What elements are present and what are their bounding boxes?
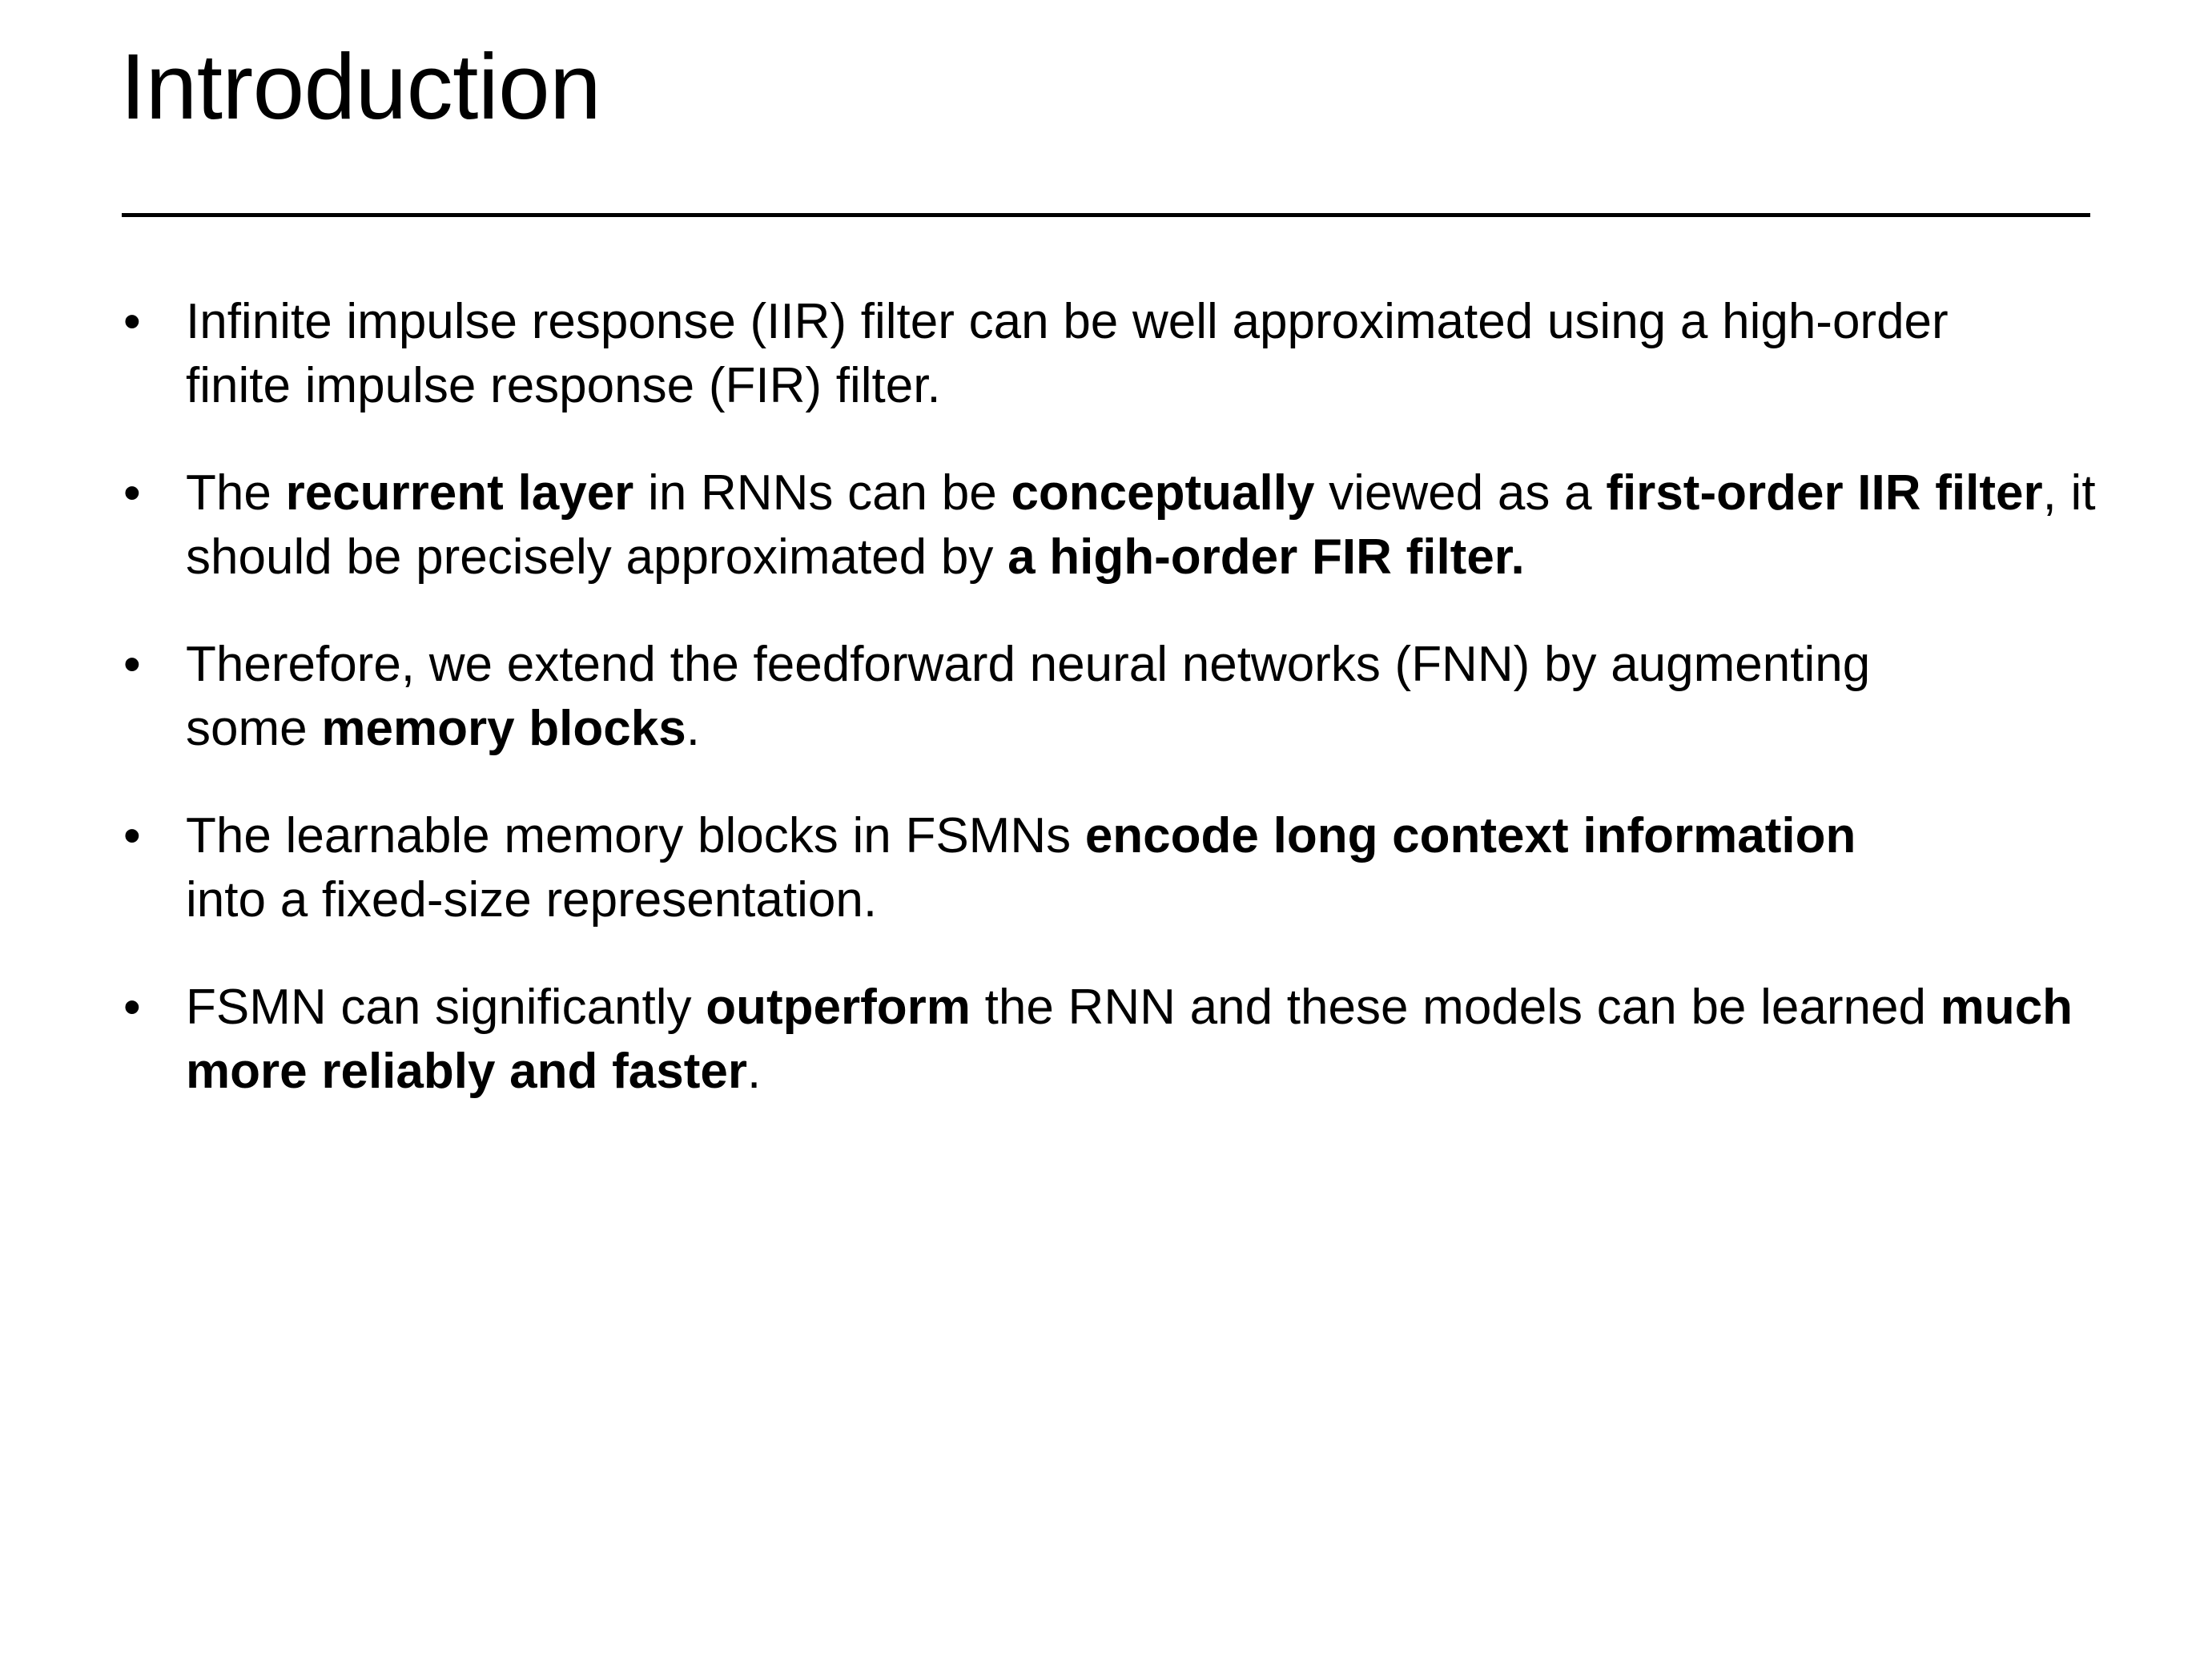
list-item: • Infinite impulse response (IIR) filter… [120,290,2106,418]
list-item: • Therefore, we extend the feedforward n… [120,633,2106,761]
list-item-text: Therefore, we extend the feedforward neu… [186,637,1871,756]
page-title: Introduction [120,34,601,139]
bullet-list: • Infinite impulse response (IIR) filter… [120,290,2106,1104]
bullet-dot-icon: • [123,980,141,1035]
bullet-dot-icon: • [123,294,141,349]
title-divider [122,213,2090,217]
list-item-text: The recurrent layer in RNNs can be conce… [186,465,2096,585]
bullet-dot-icon: • [123,637,141,692]
list-item: • The recurrent layer in RNNs can be con… [120,461,2106,590]
bullet-dot-icon: • [123,465,141,521]
list-item: • FSMN can significantly outperform the … [120,976,2106,1104]
bullet-dot-icon: • [123,808,141,863]
list-item-text: FSMN can significantly outperform the RN… [186,980,2073,1099]
list-item-text: Infinite impulse response (IIR) filter c… [186,294,1949,413]
list-item-text: The learnable memory blocks in FSMNs enc… [186,808,1856,928]
list-item: • The learnable memory blocks in FSMNs e… [120,804,2106,932]
